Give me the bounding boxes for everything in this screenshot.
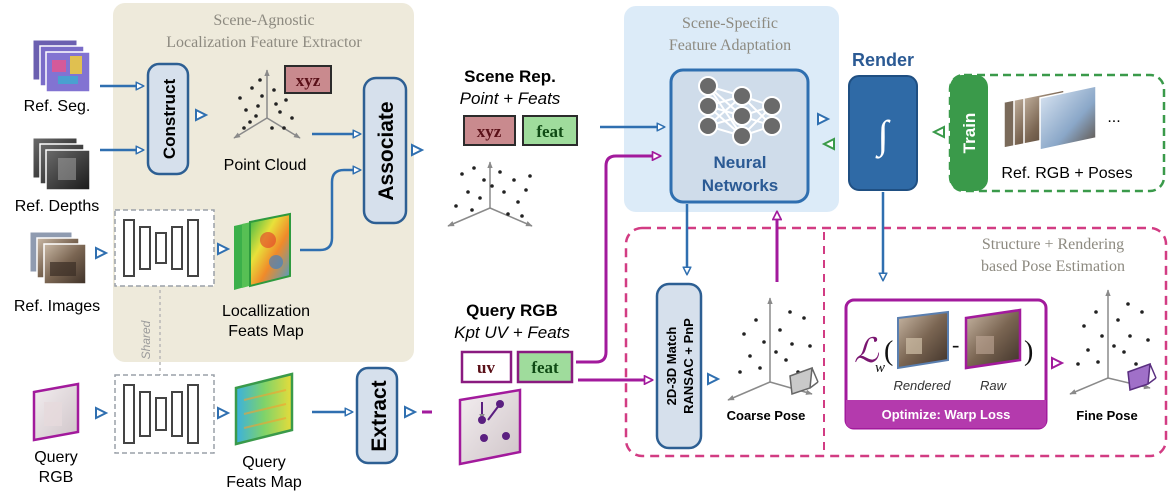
ref-seg-label: Ref. Seg.: [24, 98, 91, 115]
encoder-top-out-arrow-icon: [217, 242, 231, 256]
loc-feats-label-line1: Locallization: [222, 303, 310, 320]
loc-feats-label-line2: Feats Map: [228, 323, 304, 340]
xyz-label: xyz: [296, 71, 321, 90]
query-feats-label-line2: Feats Map: [226, 474, 302, 491]
scene-rep-xyz-tag: xyz: [463, 115, 516, 146]
ref-depths-label: Ref. Depths: [15, 198, 99, 215]
query-feats-map: [234, 372, 294, 446]
construct-label: Construct: [160, 79, 179, 160]
render-label: Render: [852, 50, 914, 70]
loss-close-paren: ): [1024, 336, 1033, 367]
ref-depths-image: [32, 137, 91, 191]
optimize-label: Optimize: Warp Loss: [882, 407, 1011, 422]
train-panel: Train: [948, 73, 1166, 193]
neural-label-line2: Networks: [702, 176, 779, 195]
extract-out-arrow-icon: [404, 405, 418, 419]
match-block: 2D-3D Match RANSAC + PnP: [655, 282, 703, 450]
rendered-label: Rendered: [893, 378, 951, 393]
loss-minus: -: [952, 332, 959, 357]
ref-rgb-poses-label: Ref. RGB + Poses: [1001, 165, 1132, 182]
pose-panel-subtitle: based Pose Estimation: [981, 258, 1125, 275]
neural-label-line1: Neural: [714, 153, 767, 172]
associate-out-arrow-icon: [411, 143, 425, 157]
query-feat-tag: feat: [516, 350, 574, 384]
ref-rgb-ellipsis: ...: [1107, 109, 1120, 126]
nn-to-render-arrow-icon: [817, 112, 831, 126]
feats-to-associate-arrow: [300, 170, 360, 252]
loss-subscript: w: [875, 360, 885, 376]
loss-symbol: ℒ: [854, 333, 880, 370]
shared-encoder-bottom: [114, 374, 215, 454]
query-keypoints-image: [458, 388, 522, 466]
construct-out-arrow-icon: [195, 108, 209, 122]
coarse-pose-graphic: [727, 297, 819, 401]
query-title: Query RGB: [466, 301, 558, 320]
scene-rep-feat-tag: feat: [522, 115, 578, 146]
query-rgb-input-label-line1: Query: [34, 449, 78, 466]
pose-panel-title: Structure + Rendering: [982, 236, 1124, 253]
match-label-line2: RANSAC + PnP: [681, 318, 696, 414]
scene-rep-point-cloud: [447, 161, 533, 227]
query-rgb-input-label-line2: RGB: [39, 469, 74, 486]
specific-panel-subtitle: Feature Adaptation: [669, 37, 791, 54]
ref-images-image: [29, 231, 87, 285]
optimize-out-arrow-icon: [1051, 356, 1065, 370]
query-feat-label: feat: [531, 358, 559, 377]
ref-images-arrow-icon: [95, 246, 109, 260]
scene-rep-feat-label: feat: [536, 122, 564, 141]
xyz-tag: xyz: [284, 65, 332, 94]
construct-block: Construct: [146, 62, 190, 176]
query-rgb-input-image: [32, 382, 80, 442]
neural-net-icon: [698, 76, 782, 146]
localization-feats-map: [234, 212, 291, 290]
extract-block: Extract: [355, 366, 399, 465]
query-subtitle: Kpt UV + Feats: [454, 323, 570, 342]
train-label: Train: [960, 113, 979, 154]
pose-panel: Structure + Rendering based Pose Estimat…: [624, 226, 1168, 458]
rendered-image: [897, 310, 949, 370]
render-block: ∫: [848, 75, 918, 191]
coarse-pose-label: Coarse Pose: [727, 408, 806, 423]
point-cloud-label: Point Cloud: [224, 157, 307, 174]
train-to-render-arrow-icon: [931, 125, 945, 139]
agnostic-panel-subtitle: Localization Feature Extractor: [166, 34, 362, 51]
render-to-nn-arrow-icon: [821, 137, 835, 151]
match-out-arrow-icon: [707, 372, 721, 386]
integral-symbol: ∫: [875, 112, 892, 159]
raw-image: [964, 308, 1022, 370]
query-uv-tag: uv: [460, 350, 513, 384]
ref-images-label: Ref. Images: [14, 298, 100, 315]
scene-rep-xyz-label: xyz: [477, 122, 502, 141]
query-uv-label: uv: [477, 358, 495, 377]
shared-label: Shared: [139, 320, 153, 359]
ref-rgb-poses-images: [1003, 85, 1097, 151]
agnostic-panel-title: Scene-Agnostic: [213, 12, 314, 29]
fine-pose-label: Fine Pose: [1076, 408, 1137, 423]
scene-rep-subtitle: Point + Feats: [460, 89, 561, 108]
scene-rep-title: Scene Rep.: [464, 67, 556, 86]
point-cloud-graphic: [233, 69, 301, 139]
specific-panel-title: Scene-Specific: [682, 15, 778, 32]
extract-label: Extract: [368, 380, 391, 451]
ref-seg-image: [32, 39, 91, 93]
shared-encoder-top: [114, 209, 215, 287]
query-feats-label-line1: Query: [242, 454, 286, 471]
associate-label: Associate: [375, 101, 398, 200]
associate-block: Associate: [362, 76, 408, 225]
query-rgb-arrow-icon: [95, 406, 109, 420]
fine-pose-graphic: [1069, 289, 1157, 395]
loss-open-paren: (: [884, 336, 893, 367]
neural-networks-block: Neural Networks: [669, 68, 810, 204]
raw-label: Raw: [980, 378, 1008, 393]
query-to-nn-arrow: [576, 156, 660, 364]
encoder-bottom-out-arrow-icon: [217, 406, 231, 420]
match-label-line1: 2D-3D Match: [664, 327, 679, 406]
